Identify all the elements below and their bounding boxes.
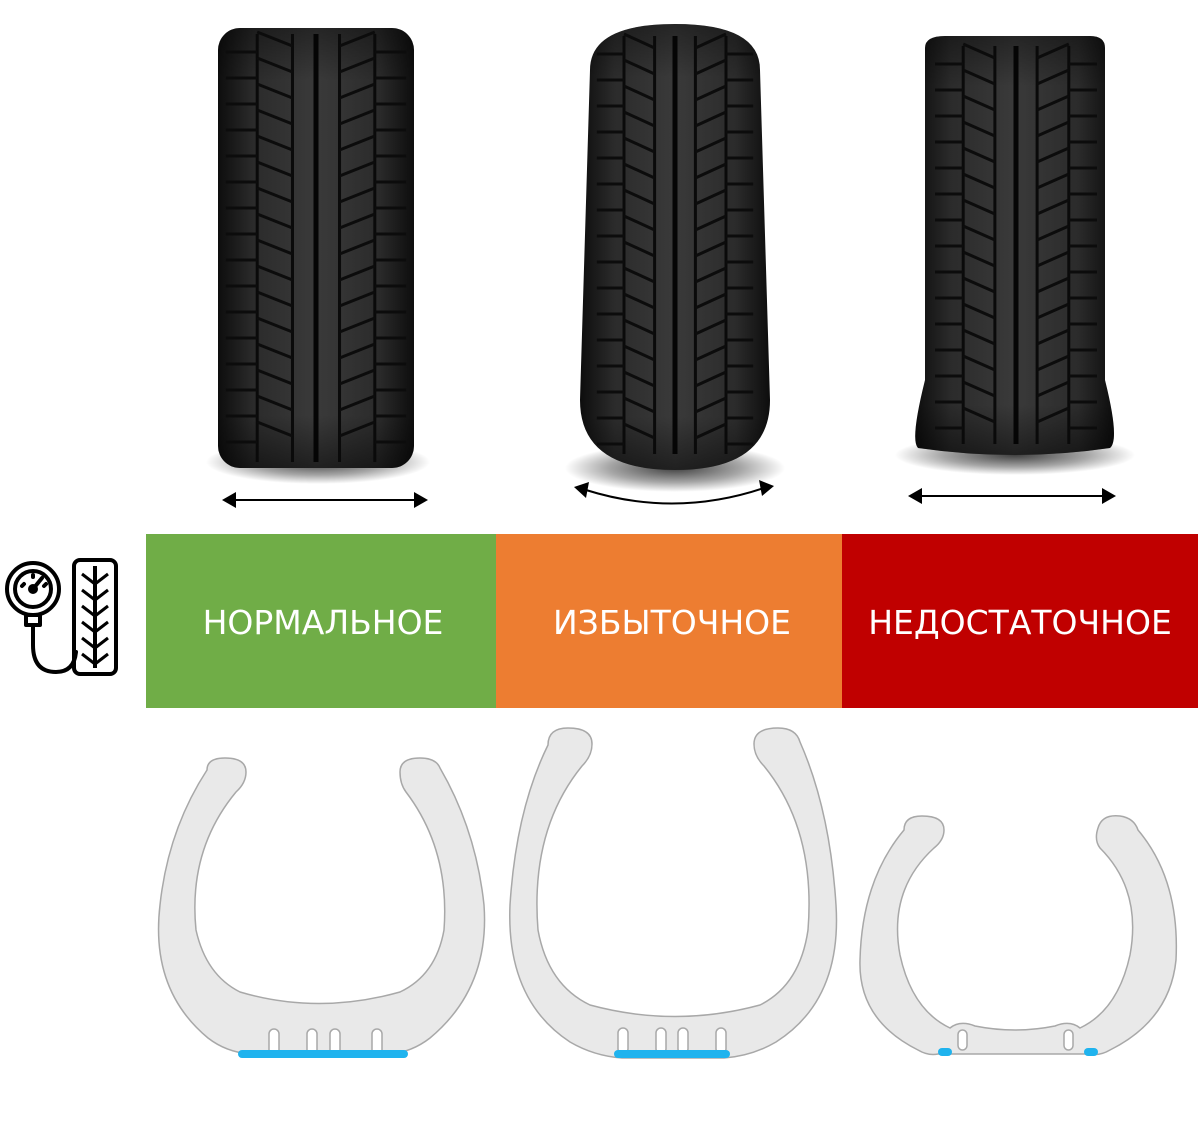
tire-front-normal xyxy=(206,28,430,484)
tire-front-overinflated xyxy=(565,24,785,492)
tire-photos xyxy=(206,24,1135,492)
label-normal: НОРМАЛЬНОЕ xyxy=(203,603,444,642)
contact-patch-overinflated xyxy=(614,1050,730,1058)
arrow-overinflated xyxy=(574,480,774,505)
pressure-gauge-icon xyxy=(5,561,78,674)
width-arrows xyxy=(222,480,1116,508)
tire-front-underinflated xyxy=(895,36,1135,475)
profile-normal xyxy=(157,757,486,1058)
band-normal xyxy=(146,534,496,708)
profile-underinflated xyxy=(859,815,1178,1056)
pressure-band: НОРМАЛЬНОЕ ИЗБЫТОЧНОЕ НЕДОСТАТОЧНОЕ xyxy=(146,534,1198,708)
band-underinflated xyxy=(842,534,1198,708)
cross-sections xyxy=(157,727,1178,1059)
label-overinflated: ИЗБЫТОЧНОЕ xyxy=(553,603,791,642)
arrow-normal xyxy=(222,492,428,508)
arrow-underinflated xyxy=(908,488,1116,504)
band-overinflated xyxy=(496,534,842,708)
contact-patch-left xyxy=(938,1048,952,1056)
label-underinflated: НЕДОСТАТОЧНОЕ xyxy=(868,603,1172,642)
contact-patch-normal xyxy=(238,1050,408,1058)
tire-tread-icon xyxy=(72,558,118,676)
profile-overinflated xyxy=(509,727,838,1059)
contact-patch-right xyxy=(1084,1048,1098,1056)
